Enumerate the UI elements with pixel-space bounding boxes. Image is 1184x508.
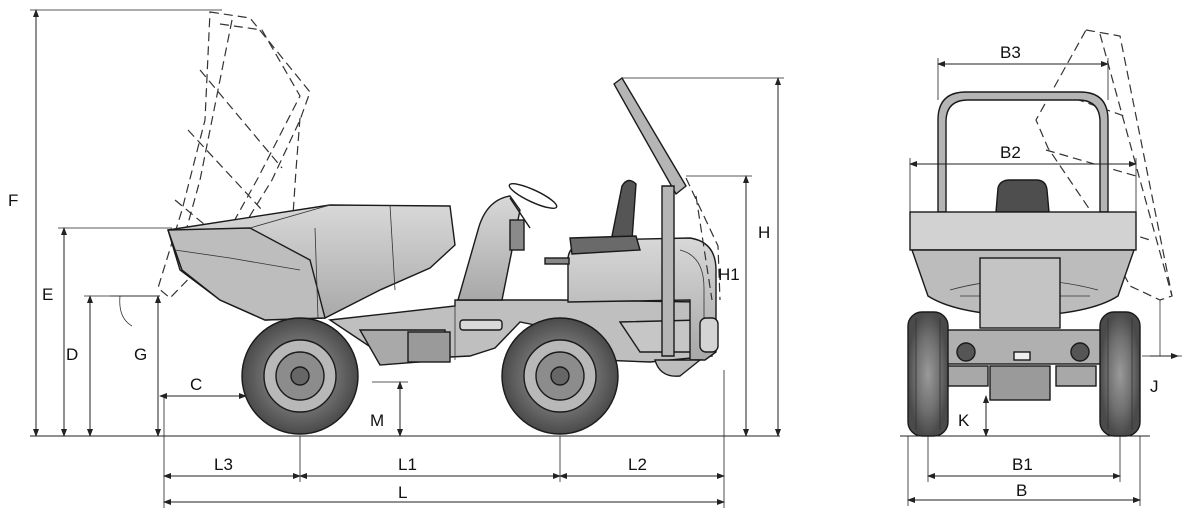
label-L1: L1 — [398, 455, 417, 474]
operator-seat — [544, 179, 641, 265]
front-axle — [937, 257, 1109, 401]
skip-bucket — [167, 204, 456, 321]
label-F: F — [8, 191, 18, 210]
engine-cowl — [567, 237, 719, 377]
roll-bar — [613, 76, 721, 357]
front-seat — [995, 179, 1050, 213]
label-L3: L3 — [214, 455, 233, 474]
front-view: B3 B2 K J B1 B — [900, 29, 1182, 506]
label-G: G — [134, 345, 147, 364]
label-B3: B3 — [1000, 43, 1021, 62]
front-left-tire — [907, 311, 949, 437]
front-wheel — [501, 317, 619, 435]
steering-assembly — [457, 183, 558, 301]
label-L2: L2 — [628, 455, 647, 474]
label-H1: H1 — [718, 265, 740, 284]
chassis — [328, 299, 713, 366]
label-C: C — [190, 375, 202, 394]
label-K: K — [958, 411, 970, 430]
label-J: J — [1150, 377, 1159, 396]
label-M: M — [370, 411, 384, 430]
rear-wheel — [241, 317, 359, 435]
label-E: E — [42, 285, 53, 304]
label-H: H — [758, 223, 770, 242]
front-right-tire — [1099, 311, 1141, 437]
label-B2: B2 — [1000, 143, 1021, 162]
label-B1: B1 — [1012, 455, 1033, 474]
label-L: L — [398, 483, 407, 502]
label-D: D — [66, 345, 78, 364]
label-B: B — [1016, 481, 1027, 500]
side-view: F E D G C M H H1 L3 — [8, 9, 784, 508]
